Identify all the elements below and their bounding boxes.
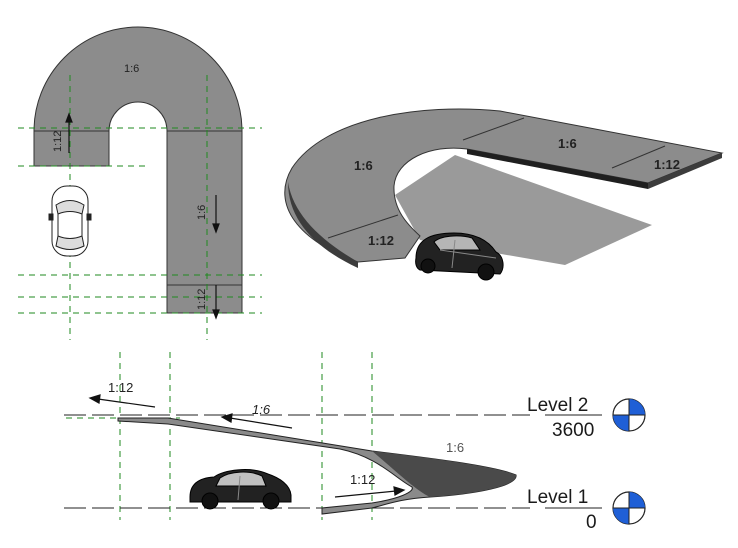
perspective-slope-label-right: 1:12 bbox=[654, 157, 680, 172]
car-perspective-icon bbox=[415, 232, 504, 281]
level-1-elevation: 0 bbox=[586, 512, 597, 533]
perspective-view: 1:6 1:6 1:12 1:12 bbox=[284, 108, 724, 281]
plan-arrows bbox=[65, 112, 220, 320]
level-1-target-icon bbox=[612, 491, 646, 525]
level-2-target-icon bbox=[612, 398, 646, 432]
level-1-name: Level 1 bbox=[527, 487, 588, 508]
car-plan-icon bbox=[48, 185, 92, 257]
level-2-elevation: 3600 bbox=[552, 420, 594, 441]
section-ramp-shadow bbox=[372, 451, 517, 497]
level-2-marker: Level 2 3600 bbox=[527, 395, 646, 441]
plan-slope-label-top: 1:6 bbox=[124, 63, 139, 75]
perspective-slope-label-entry: 1:12 bbox=[368, 233, 394, 248]
plan-slope-label-right: 1:6 bbox=[196, 205, 208, 220]
section-arrows bbox=[88, 394, 406, 498]
level-lines bbox=[64, 414, 530, 509]
level-2-name: Level 2 bbox=[527, 395, 588, 416]
perspective-ramp-edge bbox=[288, 182, 358, 268]
section-slope-label-bottom: 1:12 bbox=[350, 472, 375, 487]
perspective-ramp-edge bbox=[648, 153, 722, 189]
section-slope-label-far: 1:6 bbox=[446, 440, 464, 455]
perspective-ramp-edge bbox=[467, 149, 648, 189]
plan-slope-label-left: 1:12 bbox=[52, 131, 64, 152]
section-slope-label-mid: 1:6 bbox=[252, 402, 271, 417]
level-1-marker: Level 1 0 bbox=[527, 487, 646, 533]
plan-ramp bbox=[33, 26, 243, 314]
section-view: 1:12 1:6 1:6 1:12 Level 2 3600 bbox=[64, 352, 646, 533]
section-slope-label-top-left: 1:12 bbox=[108, 380, 133, 395]
perspective-break-lines bbox=[327, 117, 666, 239]
car-section-icon bbox=[189, 469, 292, 510]
plan-view: 1:6 1:12 1:6 1:12 bbox=[18, 26, 262, 340]
plan-slope-label-bottom: 1:12 bbox=[196, 289, 208, 310]
perspective-slope-label-left: 1:6 bbox=[354, 158, 373, 173]
perspective-ramp bbox=[284, 108, 724, 263]
perspective-slope-label-mid: 1:6 bbox=[558, 136, 577, 151]
